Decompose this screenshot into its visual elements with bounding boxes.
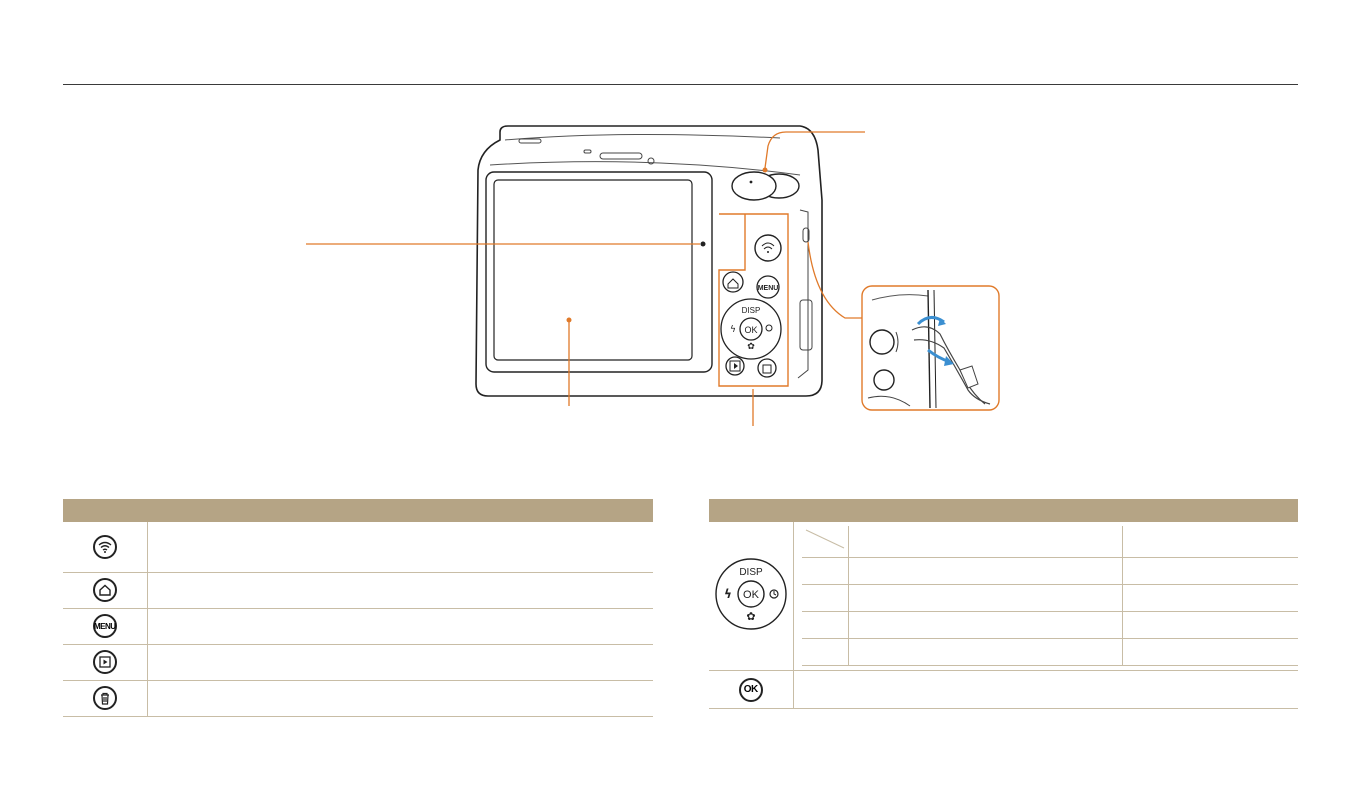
dpad-disp-label: DISP — [742, 306, 761, 315]
header-desc-col — [793, 499, 1298, 522]
callout-strap — [807, 241, 862, 319]
shutter-button — [731, 171, 777, 201]
icon-cell: MENU — [63, 608, 148, 645]
home-icon — [92, 578, 117, 602]
table-row — [63, 522, 653, 573]
display-screen — [493, 179, 693, 361]
row-description — [147, 608, 653, 645]
dpad-icon-ok: OK — [743, 589, 760, 601]
flash-icon: ϟ — [724, 587, 732, 601]
dpad-ok — [739, 317, 763, 341]
icon-cell — [63, 572, 148, 609]
dpad-function-cell — [793, 522, 1298, 671]
home-button — [722, 271, 744, 293]
icon-cell — [63, 522, 148, 573]
ok-icon: OK — [738, 677, 763, 702]
ok-icon-label: OK — [743, 684, 759, 695]
icon-cell — [63, 644, 148, 681]
table-header — [63, 499, 653, 522]
playback-icon — [92, 650, 117, 674]
table-header — [709, 499, 1298, 522]
inner-row — [801, 638, 1298, 666]
table-row: MENU — [63, 608, 653, 645]
camera-illustration: MENU OK DISP ϟ ✿ — [306, 125, 1000, 426]
buttons-table-right: OK DISP ϟ ✿ — [709, 499, 1298, 709]
icon-cell: OK — [709, 670, 794, 709]
menu-icon-label: MENU — [93, 621, 116, 631]
inner-cell — [848, 526, 1123, 558]
menu-button — [756, 275, 780, 299]
timer-icon — [769, 588, 779, 599]
header-icon-col — [63, 499, 147, 522]
header-icon-col — [709, 499, 793, 522]
dpad-ok-label: OK — [744, 325, 757, 335]
table-row-ok: OK — [709, 670, 1298, 709]
flash-icon: ϟ — [730, 325, 736, 335]
dpad-icon-disp: DISP — [739, 567, 763, 578]
header-rule — [63, 84, 1298, 85]
menu-icon: MENU — [92, 614, 117, 638]
callout-shutter — [764, 131, 865, 169]
icon-cell — [63, 680, 148, 717]
inner-row — [801, 611, 1298, 639]
strap-cord — [911, 326, 986, 405]
wifi-icon — [92, 534, 117, 559]
icon-cell: OK DISP ϟ ✿ — [709, 522, 794, 671]
menu-button-label: MENU — [758, 285, 779, 292]
delete-icon — [92, 686, 117, 710]
button-panel-highlight — [718, 213, 789, 387]
status-lamp — [700, 241, 706, 247]
dpad-icon: OK DISP ϟ ✿ — [715, 557, 787, 630]
row-description — [147, 680, 653, 717]
wifi-button — [754, 234, 782, 262]
row-description — [147, 644, 653, 681]
inner-corner-cell — [801, 526, 849, 558]
delete-button — [757, 358, 777, 378]
inner-header-row — [801, 526, 1298, 558]
table-row — [63, 680, 653, 717]
dpad-function-table — [801, 526, 1298, 666]
macro-icon: ✿ — [746, 610, 755, 623]
timer-icon — [765, 324, 773, 332]
inner-row — [801, 557, 1298, 585]
inner-row — [801, 584, 1298, 612]
row-description — [147, 572, 653, 609]
table-row — [63, 644, 653, 681]
macro-icon: ✿ — [747, 342, 755, 352]
strap-eyelet — [802, 227, 810, 243]
row-description — [793, 670, 1298, 709]
row-description — [147, 522, 653, 573]
table-row — [63, 572, 653, 609]
inner-cell — [1122, 526, 1298, 558]
table-row-dpad: OK DISP ϟ ✿ — [709, 522, 1298, 671]
camera-back-figure: MENU OK DISP ϟ ✿ — [306, 125, 1000, 426]
buttons-table-left: MENU — [63, 499, 653, 717]
header-desc-col — [147, 499, 653, 522]
